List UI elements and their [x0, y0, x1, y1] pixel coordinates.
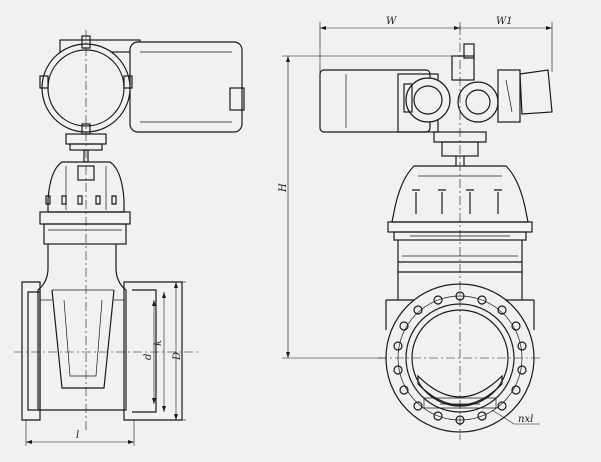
front-view: W W1 H nxl: [278, 16, 553, 440]
dimension-w: [319, 22, 461, 74]
dimension-w-label: W: [386, 16, 397, 27]
dimension-k: [162, 292, 166, 412]
bolt-hole-leader: [491, 409, 540, 425]
dimension-D: [174, 281, 186, 421]
dimension-d-label: d: [143, 354, 154, 360]
dimension-h: [282, 55, 460, 359]
front-yoke: [391, 131, 529, 223]
dimension-d: [152, 300, 156, 404]
side-view: l d k D: [14, 30, 245, 446]
dimension-D-label: D: [172, 352, 183, 361]
side-actuator: [39, 35, 245, 145]
front-actuator: [319, 43, 553, 133]
dimension-l-label: l: [76, 430, 79, 441]
bolt-hole-label: nxl: [518, 414, 533, 425]
dimension-l: [25, 420, 135, 446]
side-body: [21, 244, 183, 421]
dimension-w1: [460, 22, 553, 72]
dimension-k-label: k: [153, 340, 164, 346]
side-bonnet: [39, 195, 131, 245]
dimension-h-label: H: [278, 183, 289, 193]
dimension-w1-label: W1: [496, 16, 513, 27]
